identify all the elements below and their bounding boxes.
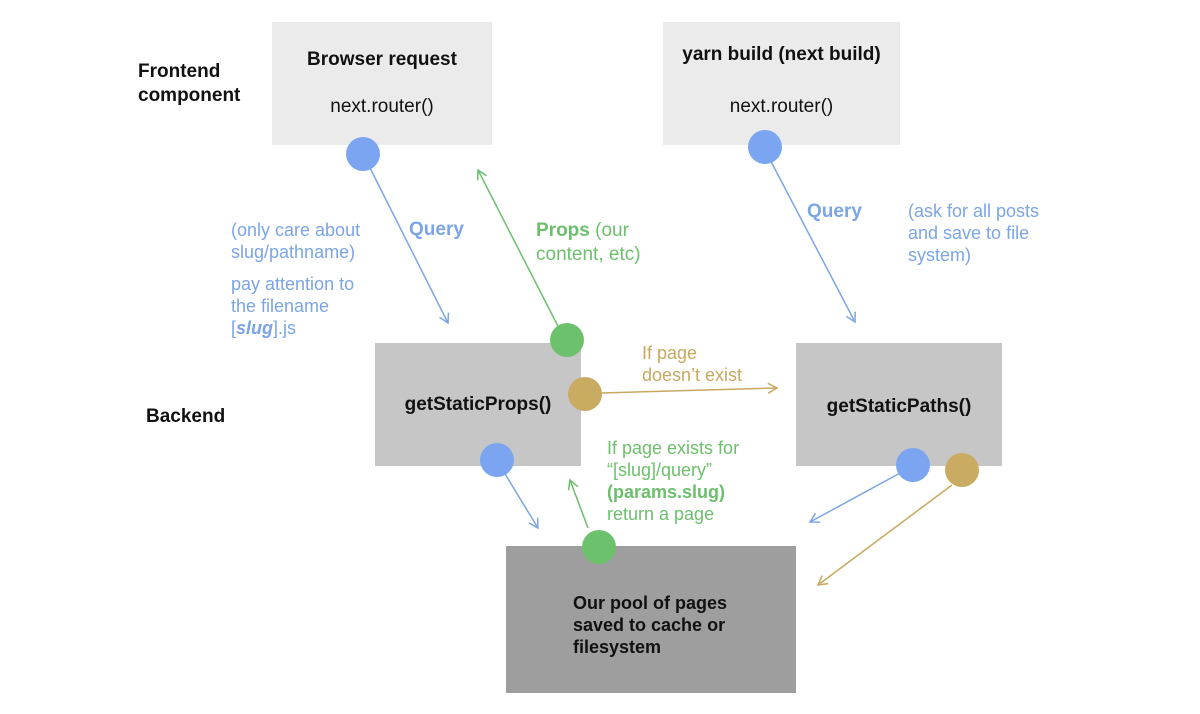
exists-label-line1: If page exists for “[slug]/query” <box>607 438 740 480</box>
props-top-green-dot <box>550 323 584 357</box>
query-label-left: Query <box>409 219 464 240</box>
query-label-right: Query <box>807 201 862 222</box>
query-arrow-right <box>764 149 857 324</box>
props-bottom-blue-dot <box>480 443 514 477</box>
get-static-props-title: getStaticProps() <box>404 394 552 415</box>
exists-label-return: return a page <box>607 504 715 524</box>
props-arrow <box>476 168 564 337</box>
pool-top-green-dot <box>582 530 616 564</box>
yarn-build-blue-dot <box>748 130 782 164</box>
section-frontend: Frontend component <box>138 61 241 106</box>
slug-file-open: [ <box>231 318 237 338</box>
paths-bottom-blue-dot <box>896 448 930 482</box>
exists-label-params: (params.slug) <box>607 482 726 502</box>
browser-request-title: Browser request <box>307 49 457 70</box>
yarn-build-router: next.router() <box>729 96 834 117</box>
props-label-rest: (our content, etc) <box>536 220 641 265</box>
slug-file-slug: slug <box>236 318 274 338</box>
paths-to-pool-gold-arrow <box>816 484 953 586</box>
pool-to-props-arrow <box>567 478 589 529</box>
get-static-paths-box: getStaticPaths() <box>796 343 1002 466</box>
not-exist-arrow <box>600 382 779 394</box>
paths-to-pool-blue-arrow <box>808 471 903 523</box>
section-backend: Backend <box>146 406 226 427</box>
pages-pool-title: Our pool of pages saved to cache or file… <box>573 593 728 657</box>
get-static-props-box: getStaticProps() <box>375 343 581 466</box>
browser-request-box: Browser request next.router() <box>272 22 492 145</box>
slug-file-close: ].js <box>273 318 297 338</box>
props-label: Props (our content, etc) <box>536 219 641 267</box>
not-exist-label: If page doesn’t exist <box>642 343 743 385</box>
props-label-bold: Props <box>536 220 590 241</box>
pay-attention-label: pay attention to the filename <box>231 274 355 316</box>
browser-request-blue-dot <box>346 137 380 171</box>
yarn-build-box: yarn build (next build) next.router() <box>663 22 900 145</box>
only-care-label: (only care about slug/pathname) <box>231 220 361 262</box>
props-right-gold-dot <box>568 377 602 411</box>
query-arrow-left <box>364 157 450 325</box>
slug-filename-label: [slug].js <box>231 317 296 339</box>
ask-all-label: (ask for all posts and save to file syst… <box>908 201 1040 265</box>
pages-pool-box: Our pool of pages saved to cache or file… <box>506 546 796 693</box>
yarn-build-title: yarn build (next build) <box>682 44 881 65</box>
exists-label: If page exists for “[slug]/query”(params… <box>607 437 739 525</box>
get-static-paths-title: getStaticPaths() <box>826 396 972 417</box>
browser-request-router: next.router() <box>330 96 434 117</box>
paths-bottom-gold-dot <box>945 453 979 487</box>
